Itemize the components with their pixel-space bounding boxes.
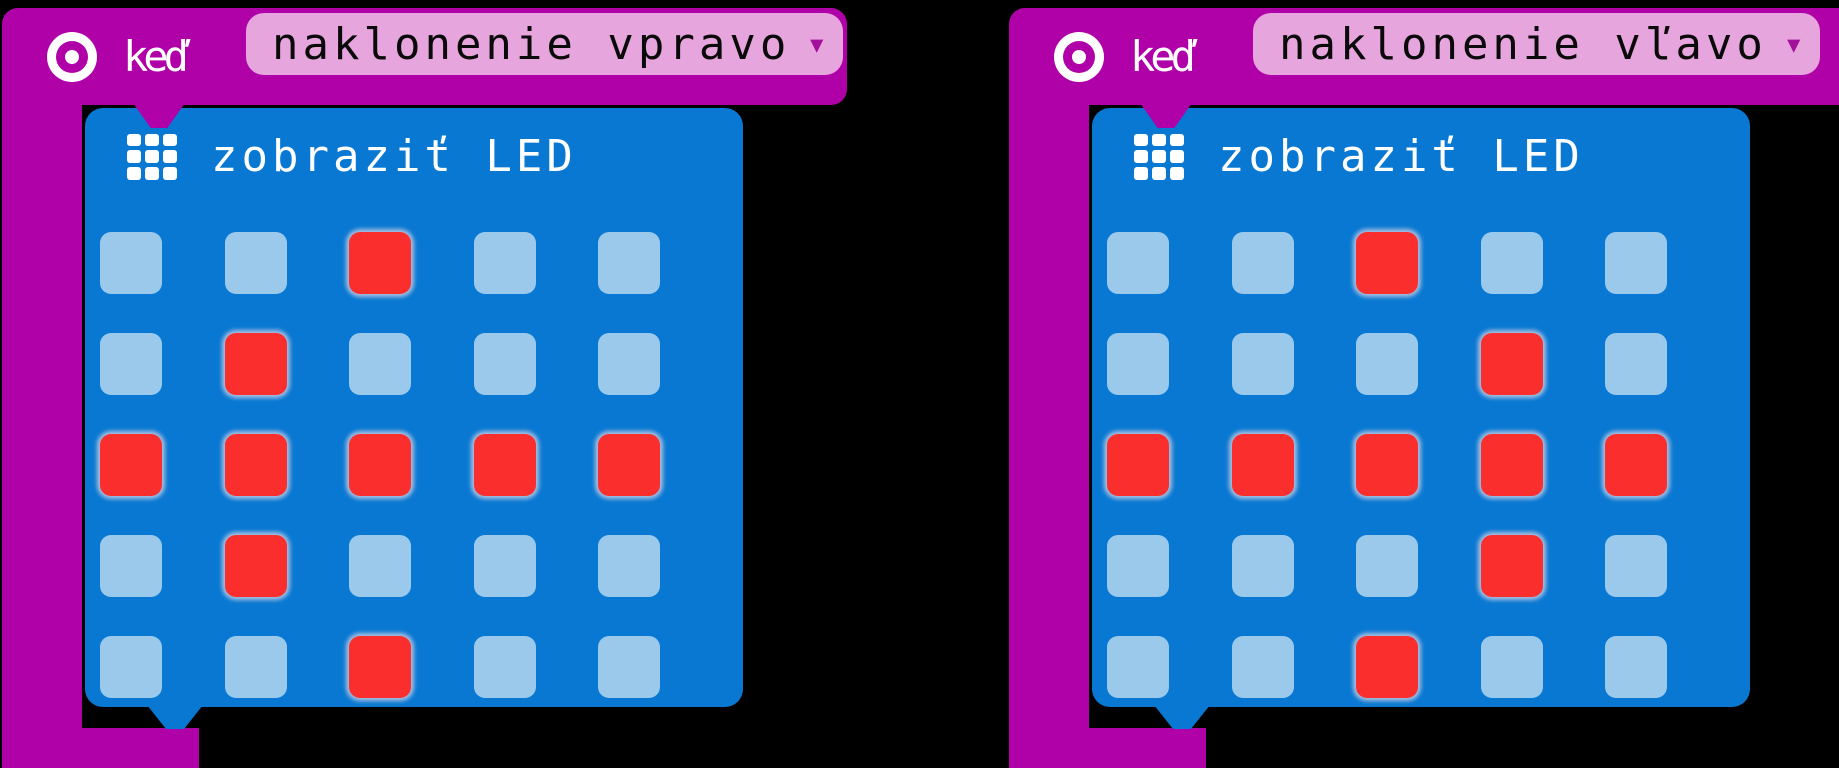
led-cell-off[interactable] xyxy=(225,636,287,698)
led-cell-on[interactable] xyxy=(1356,636,1418,698)
led-cell-on[interactable] xyxy=(225,434,287,496)
led-cell-off[interactable] xyxy=(1107,333,1169,395)
led-cell-off[interactable] xyxy=(1605,636,1667,698)
led-cell-on[interactable] xyxy=(474,434,536,496)
led-cell-off[interactable] xyxy=(1605,232,1667,294)
led-cell-on[interactable] xyxy=(1481,434,1543,496)
led-cell-on[interactable] xyxy=(349,232,411,294)
led-cell-off[interactable] xyxy=(598,535,660,597)
show-led-label: zobraziť LED xyxy=(1218,131,1584,182)
led-cell-off[interactable] xyxy=(1107,232,1169,294)
led-cell-off[interactable] xyxy=(100,636,162,698)
led-cell-off[interactable] xyxy=(1605,333,1667,395)
tilt-direction-dropdown[interactable]: naklonenie vpravo ▾ xyxy=(246,13,843,75)
led-cell-on[interactable] xyxy=(1107,434,1169,496)
led-cell-off[interactable] xyxy=(1481,232,1543,294)
show-led-block[interactable]: zobraziť LED xyxy=(1092,108,1750,707)
led-cell-off[interactable] xyxy=(598,333,660,395)
event-block-when-tilt-left[interactable]: keď naklonenie vľavo ▾ zobraziť LED xyxy=(1009,0,1839,768)
led-cell-on[interactable] xyxy=(1481,535,1543,597)
show-led-titlebar: zobraziť LED xyxy=(127,131,577,182)
when-label: keď xyxy=(123,32,189,81)
microbit-logo-icon xyxy=(1054,31,1104,82)
led-cell-off[interactable] xyxy=(1107,636,1169,698)
led-cell-on[interactable] xyxy=(349,636,411,698)
led-grid-icon xyxy=(1134,133,1184,180)
led-cell-off[interactable] xyxy=(598,232,660,294)
led-cell-off[interactable] xyxy=(474,636,536,698)
event-block-bottom-foot xyxy=(1009,728,1206,768)
chevron-down-icon[interactable]: ▾ xyxy=(806,24,827,64)
led-cell-on[interactable] xyxy=(1356,232,1418,294)
led-cell-off[interactable] xyxy=(1356,535,1418,597)
led-cell-off[interactable] xyxy=(100,333,162,395)
led-cell-off[interactable] xyxy=(1232,535,1294,597)
event-block-left-spine xyxy=(2,60,82,768)
led-cell-off[interactable] xyxy=(225,232,287,294)
chevron-down-icon[interactable]: ▾ xyxy=(1783,24,1804,64)
microbit-logo-icon xyxy=(47,31,97,82)
led-cell-off[interactable] xyxy=(1232,232,1294,294)
dropdown-value: naklonenie vľavo xyxy=(1279,18,1767,70)
dropdown-value: naklonenie vpravo xyxy=(272,18,791,70)
led-grid xyxy=(1092,108,1750,707)
show-led-titlebar: zobraziť LED xyxy=(1134,131,1584,182)
led-cell-off[interactable] xyxy=(349,535,411,597)
when-label: keď xyxy=(1130,32,1196,81)
led-cell-on[interactable] xyxy=(598,434,660,496)
led-cell-on[interactable] xyxy=(1232,434,1294,496)
led-cell-off[interactable] xyxy=(598,636,660,698)
led-cell-off[interactable] xyxy=(1232,333,1294,395)
led-grid xyxy=(85,108,743,707)
led-cell-off[interactable] xyxy=(1605,535,1667,597)
event-block-left-spine xyxy=(1009,60,1089,768)
led-cell-on[interactable] xyxy=(100,434,162,496)
led-grid-icon xyxy=(127,133,177,180)
tilt-direction-dropdown[interactable]: naklonenie vľavo ▾ xyxy=(1253,13,1820,75)
led-cell-off[interactable] xyxy=(100,232,162,294)
show-led-label: zobraziť LED xyxy=(211,131,577,182)
led-cell-off[interactable] xyxy=(474,535,536,597)
event-block-bottom-foot xyxy=(2,728,199,768)
connector-tab xyxy=(1154,705,1210,729)
led-cell-off[interactable] xyxy=(474,232,536,294)
led-cell-off[interactable] xyxy=(100,535,162,597)
led-cell-on[interactable] xyxy=(1605,434,1667,496)
led-cell-off[interactable] xyxy=(349,333,411,395)
led-cell-off[interactable] xyxy=(1356,333,1418,395)
led-cell-on[interactable] xyxy=(1356,434,1418,496)
show-led-block[interactable]: zobraziť LED xyxy=(85,108,743,707)
connector-tab xyxy=(147,705,203,729)
led-cell-on[interactable] xyxy=(1481,333,1543,395)
led-cell-on[interactable] xyxy=(225,535,287,597)
led-cell-off[interactable] xyxy=(474,333,536,395)
led-cell-off[interactable] xyxy=(1107,535,1169,597)
event-block-when-tilt-right[interactable]: keď naklonenie vpravo ▾ zobraziť LED xyxy=(2,0,862,768)
led-cell-off[interactable] xyxy=(1481,636,1543,698)
led-cell-off[interactable] xyxy=(1232,636,1294,698)
led-cell-on[interactable] xyxy=(225,333,287,395)
led-cell-on[interactable] xyxy=(349,434,411,496)
